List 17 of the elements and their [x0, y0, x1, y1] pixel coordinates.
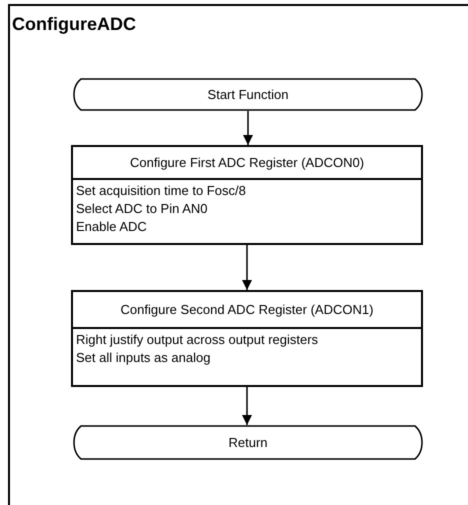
process-box: [71, 290, 423, 387]
box-heading: Configure First ADC Register (ADCON0): [130, 154, 364, 172]
arrow: [242, 245, 252, 290]
step-text: Enable ADC: [76, 218, 147, 236]
box-heading: Configure Second ADC Register (ADCON1): [120, 300, 374, 319]
terminal-shape: [73, 78, 423, 111]
step-text: Select ADC to Pin AN0: [76, 200, 208, 218]
process-box: [71, 145, 423, 245]
step-text: Set acquisition time to Fosc/8: [76, 182, 246, 200]
terminal-label: Start Function: [208, 86, 288, 104]
step-text: Set all inputs as analog: [76, 349, 210, 367]
diagram-title: ConfigureADC: [12, 13, 136, 36]
arrow: [243, 111, 253, 145]
terminal-shape: [73, 425, 423, 460]
arrow: [242, 387, 252, 425]
step-text: Right justify output across output registers: [76, 331, 318, 349]
terminal-label: Return: [228, 434, 268, 452]
